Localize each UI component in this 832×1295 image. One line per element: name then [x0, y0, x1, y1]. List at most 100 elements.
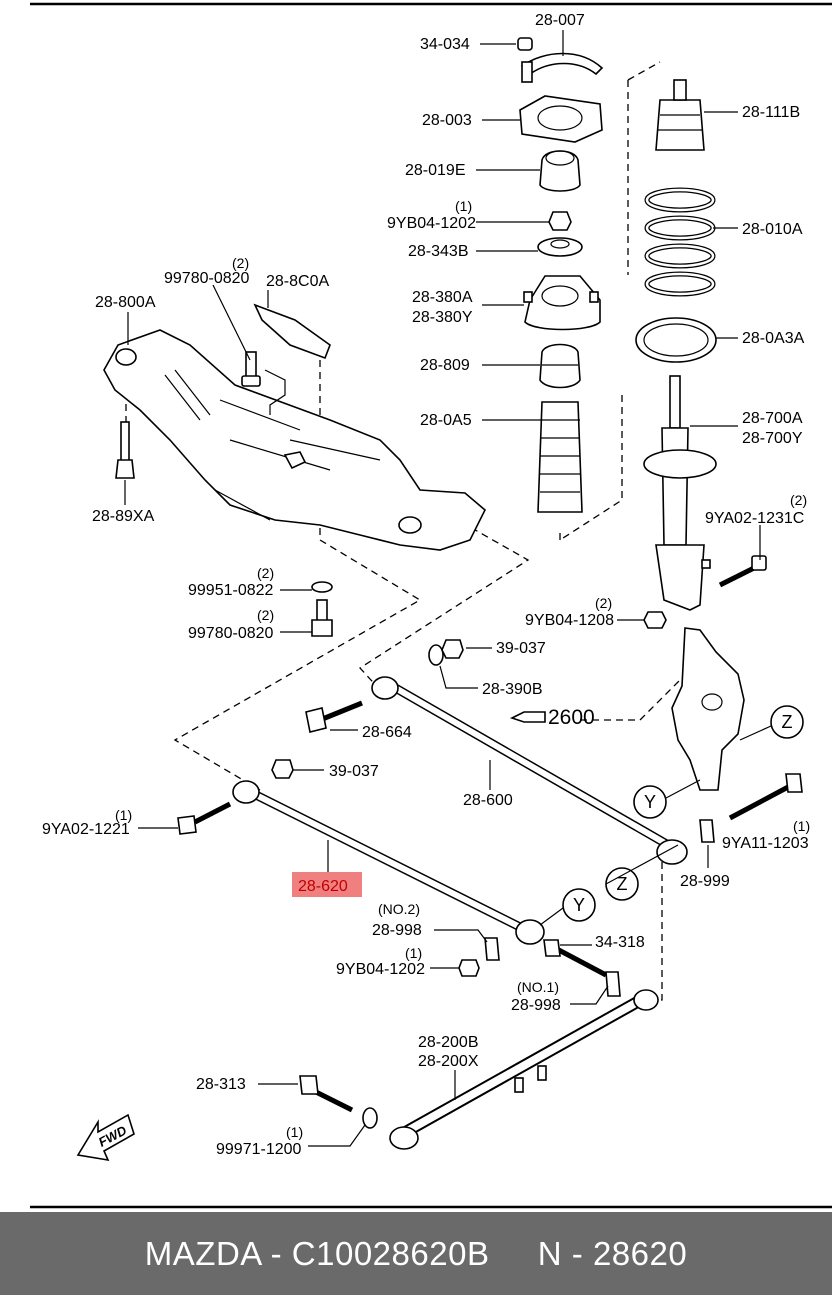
bumper-28-019e	[539, 150, 581, 192]
circle-y-mid: Y	[633, 785, 667, 819]
knuckle-dash	[580, 679, 681, 721]
label-qty-99971: (1)	[286, 1124, 303, 1140]
label-28-003: 28-003	[422, 112, 472, 129]
footer-part-number: MAZDA - C10028620B N - 28620	[144, 1234, 688, 1272]
label-28-380y: 28-380Y	[412, 309, 473, 326]
ref-2600: 2600	[548, 706, 595, 729]
mount-28-380a	[523, 275, 601, 331]
label-28-8c0a: 28-8C0A	[266, 273, 329, 290]
circle-y-bot: Y	[562, 888, 596, 922]
label-9yb04-1202-bot: 9YB04-1202	[336, 961, 425, 978]
nut-9yb04-1202-bot	[458, 959, 480, 977]
nut-39-037-b	[271, 759, 294, 779]
label-28-998-a: 28-998	[372, 922, 422, 939]
bolt-99780-0820-top	[241, 351, 261, 387]
labels: 28-007 34-034 28-003 28-019E (1) 9YB04-1…	[42, 12, 810, 1158]
bolt-9ya11-1203	[728, 773, 803, 821]
svg-text:Y: Y	[644, 792, 656, 812]
label-28-89xa: 28-89XA	[92, 508, 155, 525]
label-28-0a3a: 28-0A3A	[742, 330, 805, 347]
label-28-111b: 28-111B	[742, 104, 800, 121]
label-28-0a5: 28-0A5	[420, 412, 472, 429]
label-99780-0820-bot: 99780-0820	[188, 625, 274, 642]
parts-diagram: FWD Z Y Z Y 2600	[30, 2, 832, 1209]
bolt-28-313	[299, 1075, 354, 1113]
washer-99951	[311, 581, 333, 593]
label-qty-9yb04-1208: (2)	[595, 595, 612, 611]
bolt-28-664	[305, 700, 363, 733]
label-34-034: 34-034	[420, 36, 470, 53]
washer-28-390b	[428, 644, 444, 666]
label-no1: (NO.1)	[517, 979, 559, 995]
label-28-007: 28-007	[535, 12, 585, 29]
trailing-link-28-200b	[389, 989, 659, 1150]
washer-99971	[362, 1107, 378, 1129]
leaders	[124, 30, 761, 1147]
label-28-999: 28-999	[680, 873, 730, 890]
link-28-600	[371, 676, 688, 865]
boot-28-0a5	[537, 401, 583, 513]
bolt-34-318	[543, 939, 608, 978]
right-dash	[650, 850, 663, 1001]
bracket-arm	[264, 369, 286, 415]
label-39-037-b: 39-037	[329, 763, 379, 780]
coil-spring-28-010a	[644, 160, 716, 297]
label-28-200x: 28-200X	[418, 1053, 479, 1070]
label-9ya02-1231c: 9YA02-1231C	[705, 510, 804, 527]
svg-text:Z: Z	[782, 712, 793, 732]
label-28-380a: 28-380A	[412, 289, 473, 306]
label-qty-9yb04-top: (1)	[455, 198, 472, 214]
footer-bar: MAZDA - C10028620B N - 28620	[0, 1212, 832, 1295]
label-28-343b: 28-343B	[408, 243, 469, 260]
label-28-019e: 28-019E	[405, 162, 466, 179]
washer-28-998-no2	[484, 937, 500, 961]
label-28-809: 28-809	[420, 357, 470, 374]
label-9ya11-1203: 9YA11-1203	[722, 835, 809, 852]
label-28-700y: 28-700Y	[742, 430, 803, 447]
highlight-box-28-620	[292, 872, 362, 897]
knuckle	[671, 627, 745, 791]
seat-28-343b	[537, 237, 583, 257]
bolt-28-89xa	[115, 421, 135, 479]
svg-text:Z: Z	[617, 874, 628, 894]
bumper-28-809	[539, 343, 581, 389]
bumper-28-111b	[655, 79, 705, 151]
strut-28-700a	[643, 375, 717, 611]
spring-seat-28-0a3a	[635, 317, 717, 363]
bracket-28-8c0a	[253, 303, 331, 360]
bolt-9ya02-1221	[177, 801, 232, 835]
label-no2: (NO.2)	[378, 901, 420, 917]
label-99780-0820-top: 99780-0820	[164, 270, 250, 287]
label-qty-99780-top: (2)	[232, 255, 249, 271]
label-9yb04-1208: 9YB04-1208	[525, 612, 614, 629]
gasket-28-003	[519, 95, 603, 143]
fwd-arrow: FWD	[76, 1113, 135, 1162]
label-28-620: 28-620	[298, 878, 348, 895]
strut-group-dash-top	[627, 61, 661, 81]
arm-dash	[359, 509, 530, 691]
label-39-037-a: 39-037	[496, 640, 546, 657]
label-qty-9ya11: (1)	[793, 818, 810, 834]
washer-28-999	[699, 819, 715, 843]
label-28-700a: 28-700A	[742, 410, 803, 427]
ref-2600-marker: 2600	[509, 706, 595, 729]
label-9yb04-1202-top: 9YB04-1202	[387, 215, 476, 232]
label-28-313: 28-313	[196, 1076, 246, 1093]
label-qty-9ya02-1231c: (2)	[790, 492, 807, 508]
label-qty-9yb04-bot: (1)	[405, 945, 422, 961]
label-qty-99780-bot: (2)	[257, 607, 274, 623]
nut-top	[548, 211, 572, 231]
label-qty-99951: (2)	[257, 565, 274, 581]
nut-39-037-a	[441, 639, 464, 659]
label-28-010a: 28-010A	[742, 221, 803, 238]
nut-9yb04-1208	[643, 611, 667, 629]
crossmember-28-800a	[103, 329, 486, 551]
label-28-800a: 28-800A	[95, 294, 156, 311]
label-28-390b: 28-390B	[482, 681, 543, 698]
circle-z-top: Z	[770, 705, 804, 739]
label-99971-1200: 99971-1200	[216, 1141, 302, 1158]
bolt-99780-0820-bot	[311, 599, 333, 637]
circle-z-bot: Z	[605, 867, 639, 901]
bolt-9ya02-1231c	[718, 555, 767, 588]
label-28-664: 28-664	[362, 724, 412, 741]
